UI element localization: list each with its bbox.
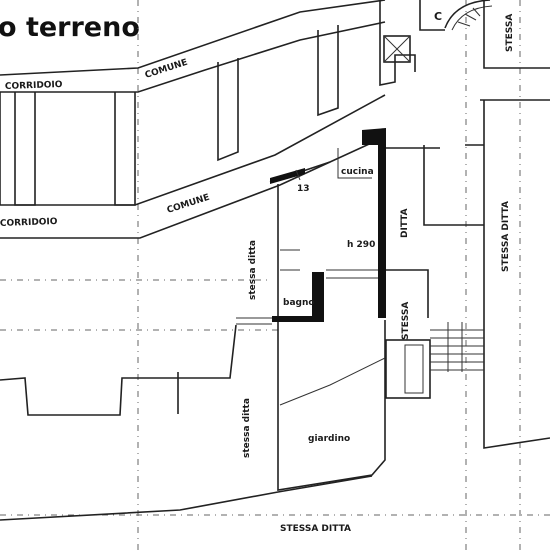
- comune-corridor-lower: [0, 94, 386, 239]
- label-stessa-ditta-garden: stessa ditta: [242, 398, 252, 458]
- label-stessa-top: STESSA: [505, 14, 515, 52]
- lower-left-boundary: [0, 324, 373, 521]
- unit-13: [236, 128, 386, 325]
- plan-title: o terreno: [0, 12, 140, 43]
- label-stair-letter: C: [434, 10, 442, 23]
- comune-corridor-upper: [0, 0, 386, 93]
- label-stessa-ditta-right: STESSA DITTA: [501, 201, 511, 272]
- label-height: h 290: [347, 240, 375, 250]
- label-giardino: giardino: [308, 434, 350, 444]
- label-corridoio-bottom: CORRIDOIO: [0, 217, 58, 229]
- label-corridoio-top: CORRIDOIO: [5, 80, 63, 92]
- staircase-c: [383, 0, 550, 69]
- label-ditta: DITTA: [400, 208, 410, 238]
- garden: [277, 320, 386, 491]
- label-stessa-ditta-bottom: STESSA DITTA: [280, 524, 351, 534]
- right-unit: [386, 99, 550, 449]
- entrance-stairs: [385, 322, 484, 399]
- label-unit-number: 13: [297, 184, 310, 194]
- label-stessa-vertical: STESSA: [401, 302, 411, 340]
- label-cucina: cucina: [341, 167, 374, 177]
- label-bagno: bagno: [283, 298, 315, 308]
- label-comune-mid: COMUNE: [166, 193, 211, 216]
- label-stessa-ditta-left: stessa ditta: [248, 240, 258, 300]
